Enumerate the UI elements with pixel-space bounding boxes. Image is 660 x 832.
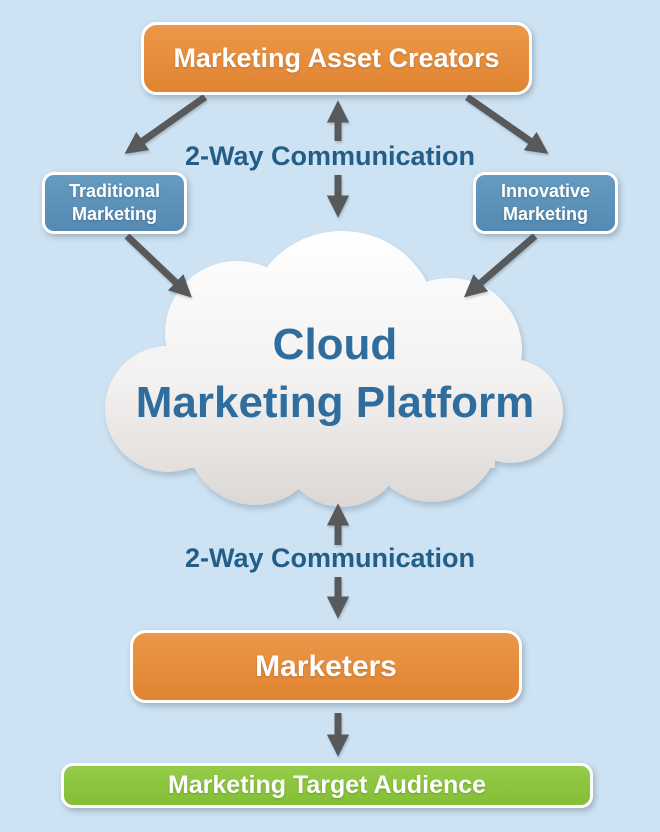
node-traditional-marketing-line2: Marketing [71, 204, 158, 224]
two-way-communication-bottom-label: 2-Way Communication [184, 543, 476, 573]
cloud-shape [105, 231, 563, 507]
arrow-innovative-to-cloud [463, 233, 538, 298]
cloud-platform-label-line1: Cloud [272, 320, 398, 369]
arrow-asset-creators-to-innovative [464, 94, 549, 154]
two-way-communication-top-label: 2-Way Communication [184, 141, 476, 171]
node-marketing-asset-creators-label: Marketing Asset Creators [173, 43, 500, 73]
arrow-traditional-to-cloud [124, 233, 192, 298]
node-marketing-target-audience-label: Marketing Target Audience [167, 771, 487, 799]
node-traditional-marketing: Traditional Marketing [42, 172, 187, 234]
node-traditional-marketing-line1: Traditional [68, 180, 160, 201]
node-marketers-label: Marketers [255, 649, 397, 683]
node-marketers: Marketers [130, 630, 522, 703]
cloud-platform-label-line2: Marketing Platform [135, 378, 535, 427]
arrow-asset-creators-to-traditional [124, 94, 208, 154]
node-innovative-marketing-line1: Innovative [500, 180, 591, 201]
node-marketing-asset-creators: Marketing Asset Creators [141, 22, 532, 95]
cloud-platform-label: Cloud Marketing Platform [85, 316, 585, 432]
node-innovative-marketing: Innovative Marketing [473, 172, 618, 234]
cloud-icon [105, 231, 563, 507]
node-marketing-target-audience: Marketing Target Audience [61, 763, 593, 808]
node-innovative-marketing-line2: Marketing [502, 204, 589, 224]
